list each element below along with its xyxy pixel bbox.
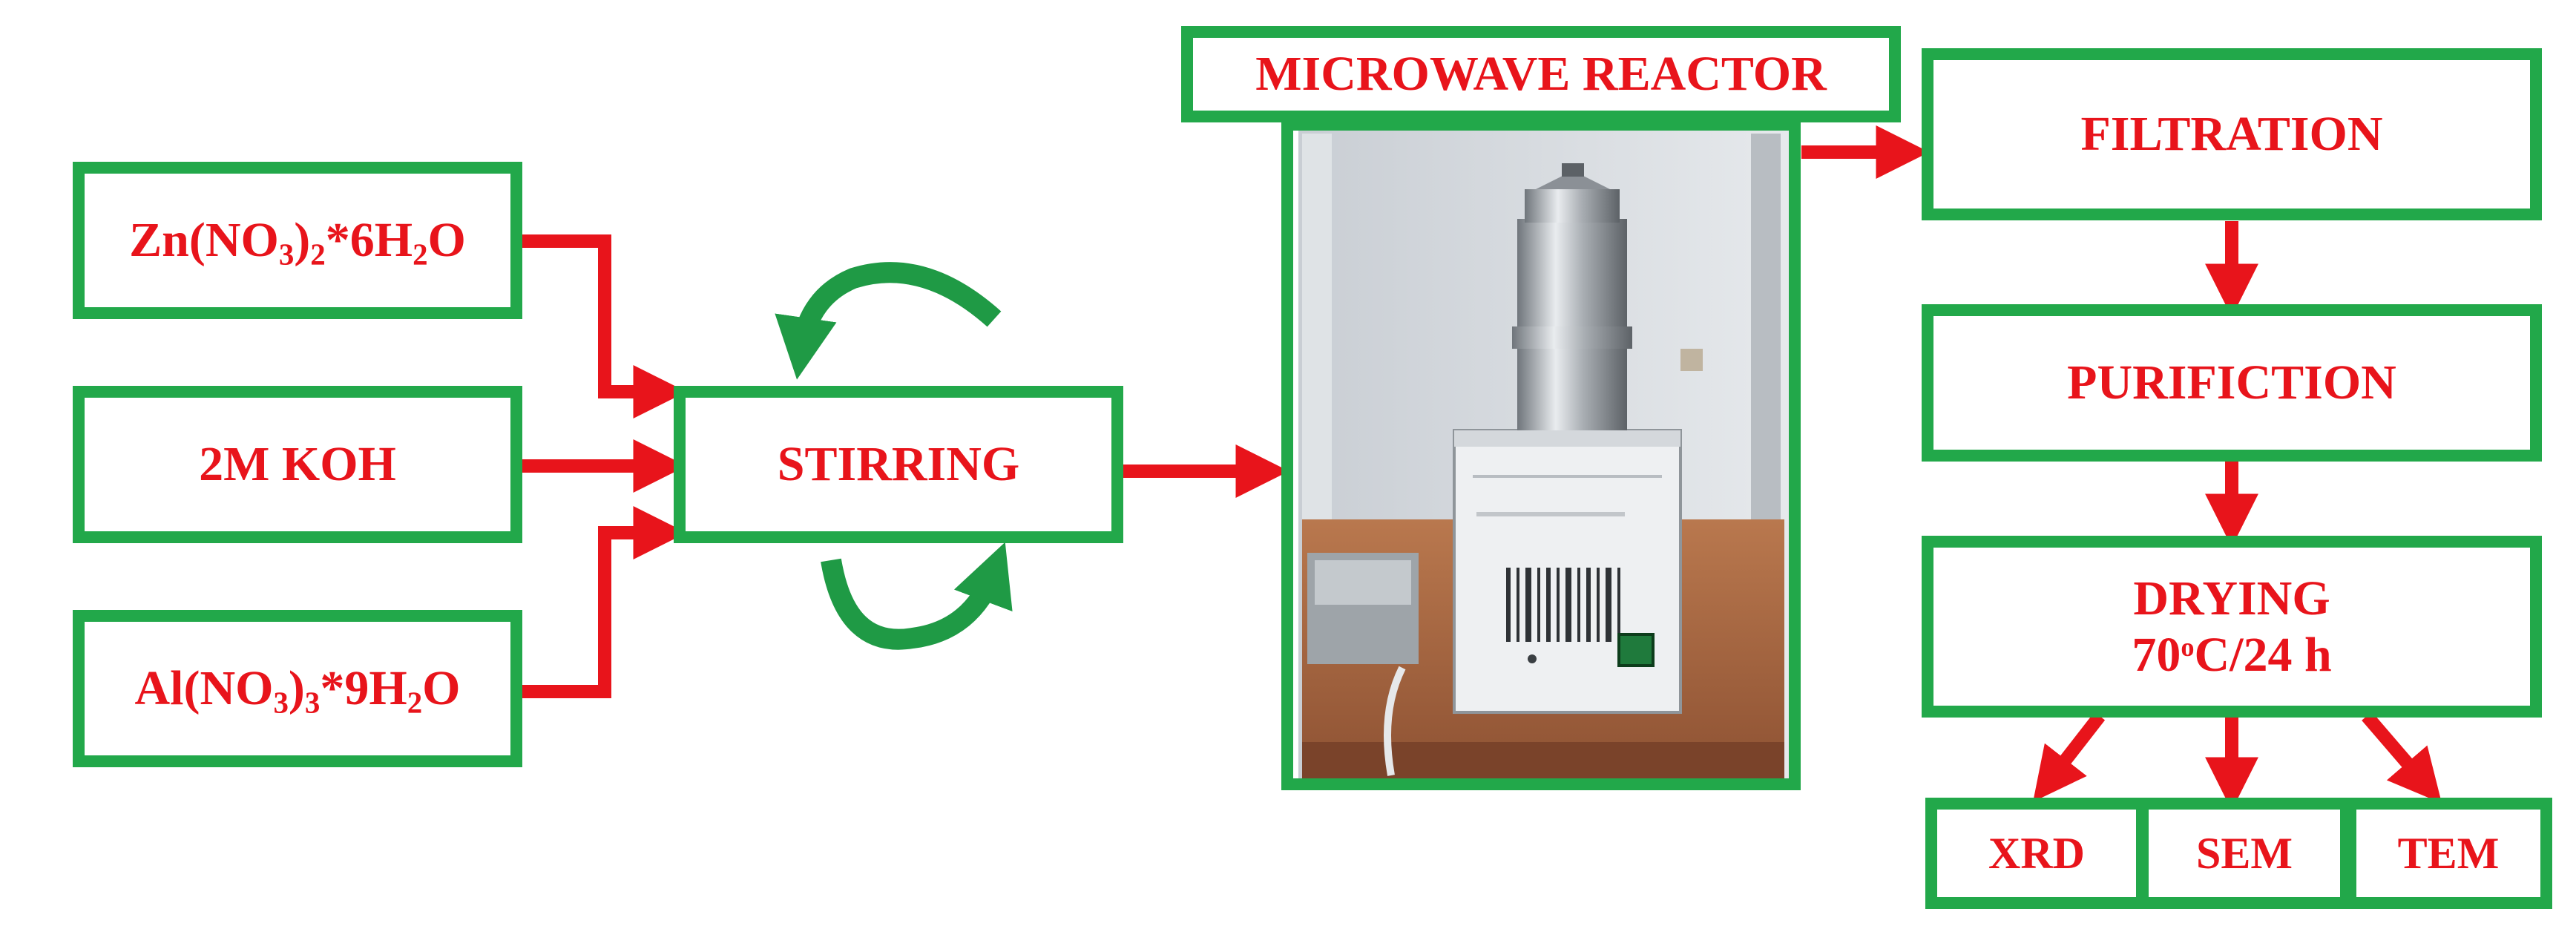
step-purification: PURIFICTION xyxy=(1922,304,2542,462)
analysis-tem: TEM xyxy=(2345,798,2552,909)
step-filtration: FILTRATION xyxy=(1922,48,2542,220)
input-zinc-nitrate: Zn(NO3)2*6H2O xyxy=(73,162,522,319)
analysis-xrd: XRD xyxy=(1925,798,2148,909)
arrow-aluminum-to-stirring xyxy=(519,506,687,698)
circular-arrows-icon xyxy=(775,262,1013,650)
label-xrd: XRD xyxy=(1988,828,2085,878)
formula-zinc-nitrate: Zn(NO3)2*6H2O xyxy=(129,213,466,272)
label-drying-conditions: 70oC/24 h xyxy=(2132,627,2332,682)
microwave-reactor-photo xyxy=(1298,130,1790,783)
label-purification: PURIFICTION xyxy=(2067,355,2396,410)
label-tem: TEM xyxy=(2397,828,2500,878)
label-koh: 2M KOH xyxy=(199,437,396,492)
analysis-sem: SEM xyxy=(2137,798,2352,909)
step-stirring: STIRRING xyxy=(674,386,1123,543)
arrow-zinc-to-stirring xyxy=(519,234,687,418)
label-filtration: FILTRATION xyxy=(2080,107,2383,162)
label-microwave-reactor: MICROWAVE REACTOR xyxy=(1255,47,1827,102)
step-microwave-reactor-label: MICROWAVE REACTOR xyxy=(1181,26,1901,122)
input-koh: 2M KOH xyxy=(73,386,522,543)
arrow-drying-to-tem xyxy=(2362,712,2442,804)
label-sem: SEM xyxy=(2195,828,2293,878)
step-drying: DRYING 70oC/24 h xyxy=(1922,536,2542,718)
input-aluminum-nitrate: Al(NO3)3*9H2O xyxy=(73,610,522,767)
label-drying: DRYING xyxy=(2133,571,2330,626)
reactor-photo-frame xyxy=(1281,119,1801,790)
label-stirring: STIRRING xyxy=(777,437,1020,492)
formula-aluminum-nitrate: Al(NO3)3*9H2O xyxy=(134,661,461,720)
arrow-drying-to-xrd xyxy=(2033,712,2106,802)
